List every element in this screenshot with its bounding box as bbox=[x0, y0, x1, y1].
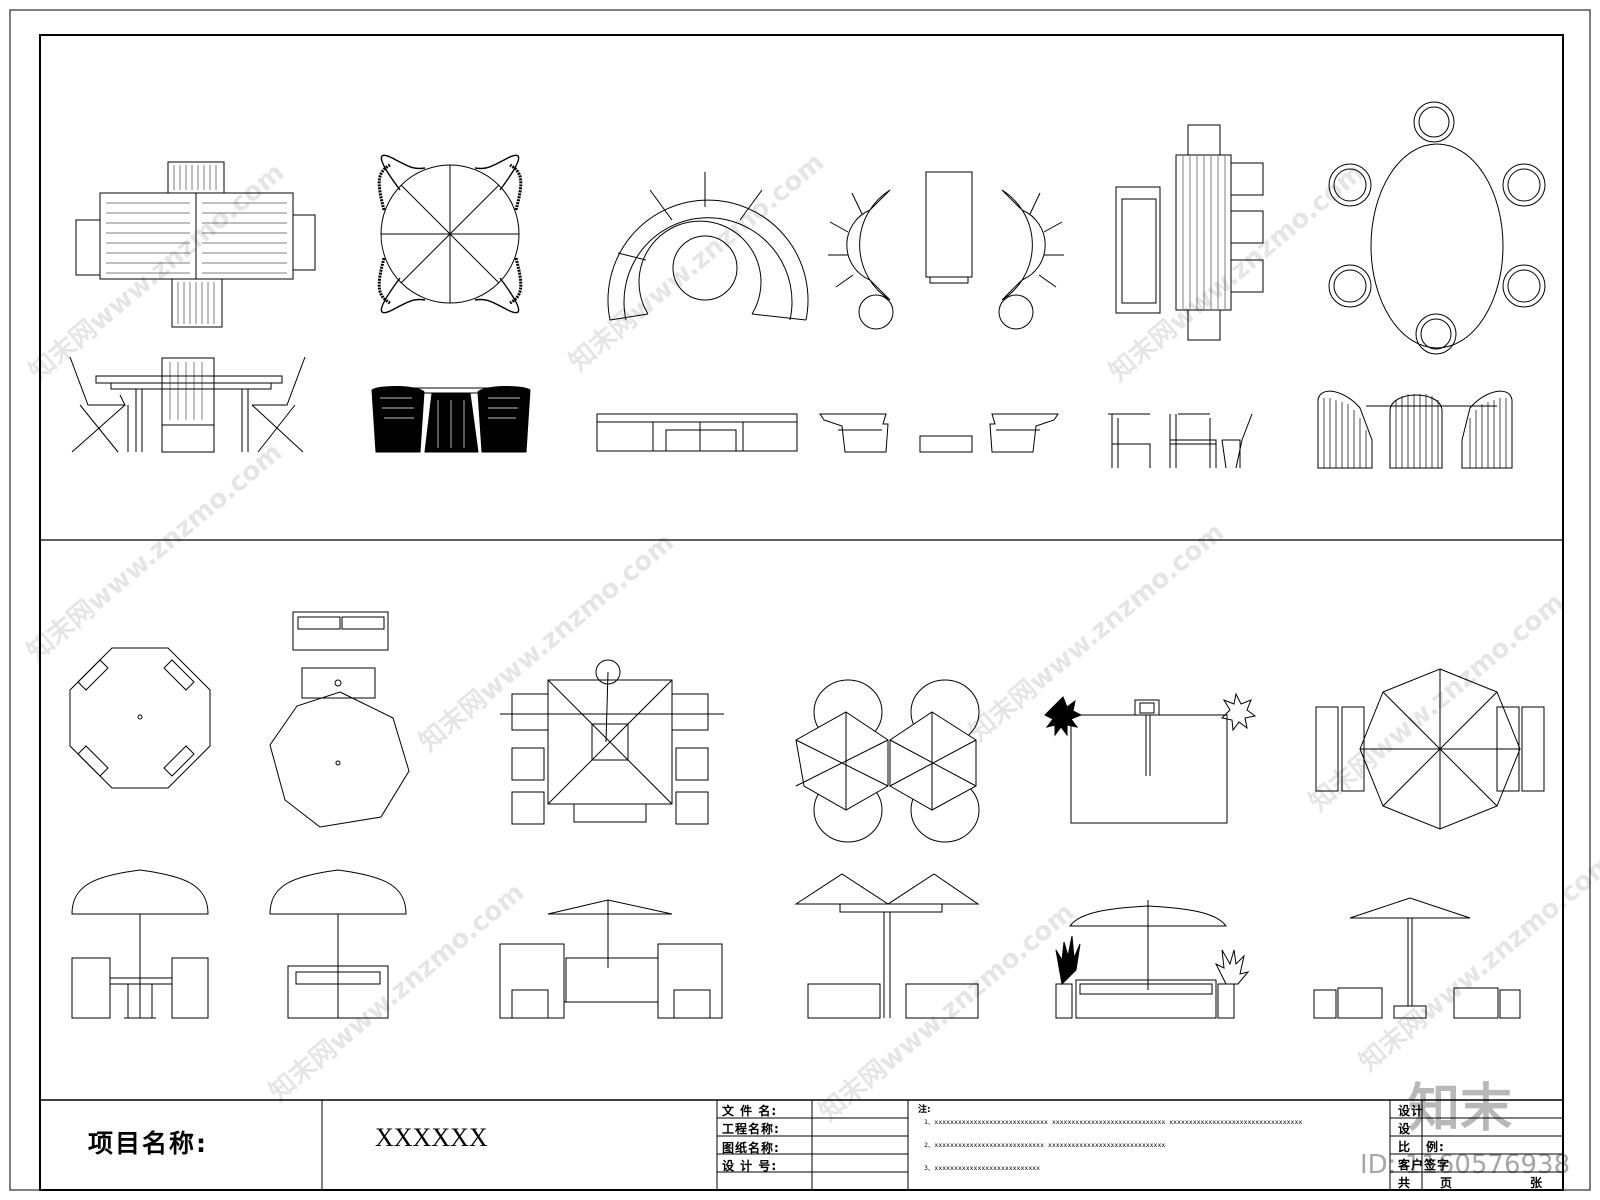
rect-dining-table-elevation bbox=[69, 356, 306, 453]
rect-dining-table-plan bbox=[75, 161, 316, 328]
oval-table-elevation bbox=[1317, 390, 1513, 469]
square-umbrella-lounge-plan bbox=[500, 659, 724, 825]
note-line-2: 2、xxxxxxxxxxxxxxxxxxxxxxxxxxxx xxxxxxxxx… bbox=[924, 1141, 1166, 1149]
rect-umbrella-plants-plan bbox=[1044, 692, 1257, 824]
watermark-id: ID: 1160576938 bbox=[1360, 1150, 1571, 1180]
project-name-value: XXXXXX bbox=[375, 1123, 488, 1152]
scale-colon-label: 例: bbox=[1426, 1140, 1445, 1154]
octagon-table-chairs-plan bbox=[69, 647, 211, 789]
drawing-name-label: 图纸名称: bbox=[722, 1141, 780, 1155]
oval-table-six-chairs-plan bbox=[1328, 101, 1546, 355]
total-label: 共 bbox=[1398, 1176, 1412, 1190]
umbrella-sofa-plan bbox=[269, 611, 410, 828]
curved-sofa-elevation bbox=[596, 413, 798, 452]
inner-frame bbox=[39, 34, 1564, 1191]
rect-umbrella-plants-elevation bbox=[1055, 900, 1250, 1019]
note-line-3: 3、xxxxxxxxxxxxxxxxxxxxxxxxxxx bbox=[924, 1164, 1041, 1172]
title-block-grid bbox=[321, 1100, 1563, 1190]
round-table-rattan-elevation bbox=[371, 386, 531, 453]
sheet-label: 张 bbox=[1530, 1176, 1544, 1190]
bench-table-elevation bbox=[1108, 413, 1253, 469]
curved-sectional-sofa-plan bbox=[607, 172, 809, 321]
file-name-label: 文 件 名: bbox=[722, 1104, 778, 1118]
client-sign-label: 客户签字 bbox=[1398, 1158, 1451, 1172]
page-label: 页 bbox=[1440, 1176, 1454, 1190]
designer-label: 设计 bbox=[1398, 1104, 1425, 1118]
design-number-label: 设 计 号: bbox=[722, 1159, 778, 1173]
notes-label: 注: bbox=[918, 1105, 931, 1115]
project-name-field-label: 工程名称: bbox=[722, 1122, 780, 1136]
twin-umbrella-loungers-plan bbox=[795, 679, 980, 843]
project-name-label: 项目名称: bbox=[88, 1129, 208, 1158]
note-line-1: 1、xxxxxxxxxxxxxxxxxxxxxxxxxxxxx xxxxxxxx… bbox=[924, 1118, 1303, 1126]
brand-logo-mark: 知末 bbox=[1408, 1079, 1513, 1139]
twin-umbrella-elevation bbox=[794, 873, 980, 1019]
dome-umbrella-dining-elevation bbox=[71, 869, 209, 1019]
round-table-rattan-plan bbox=[377, 154, 523, 314]
split-round-sofa-elevation bbox=[819, 413, 1059, 453]
cantilever-umbrella-elevation bbox=[1313, 897, 1521, 1019]
square-umbrella-lounge-elevation bbox=[499, 899, 723, 1019]
split-round-sofa-plan bbox=[828, 171, 1064, 330]
dome-umbrella-sofa-elevation bbox=[269, 869, 407, 1019]
bench-table-plan bbox=[1115, 124, 1264, 341]
design-label: 设 bbox=[1398, 1122, 1412, 1136]
scale-label: 比 bbox=[1398, 1140, 1412, 1154]
octagon-umbrella-loungers-plan bbox=[1315, 668, 1545, 830]
